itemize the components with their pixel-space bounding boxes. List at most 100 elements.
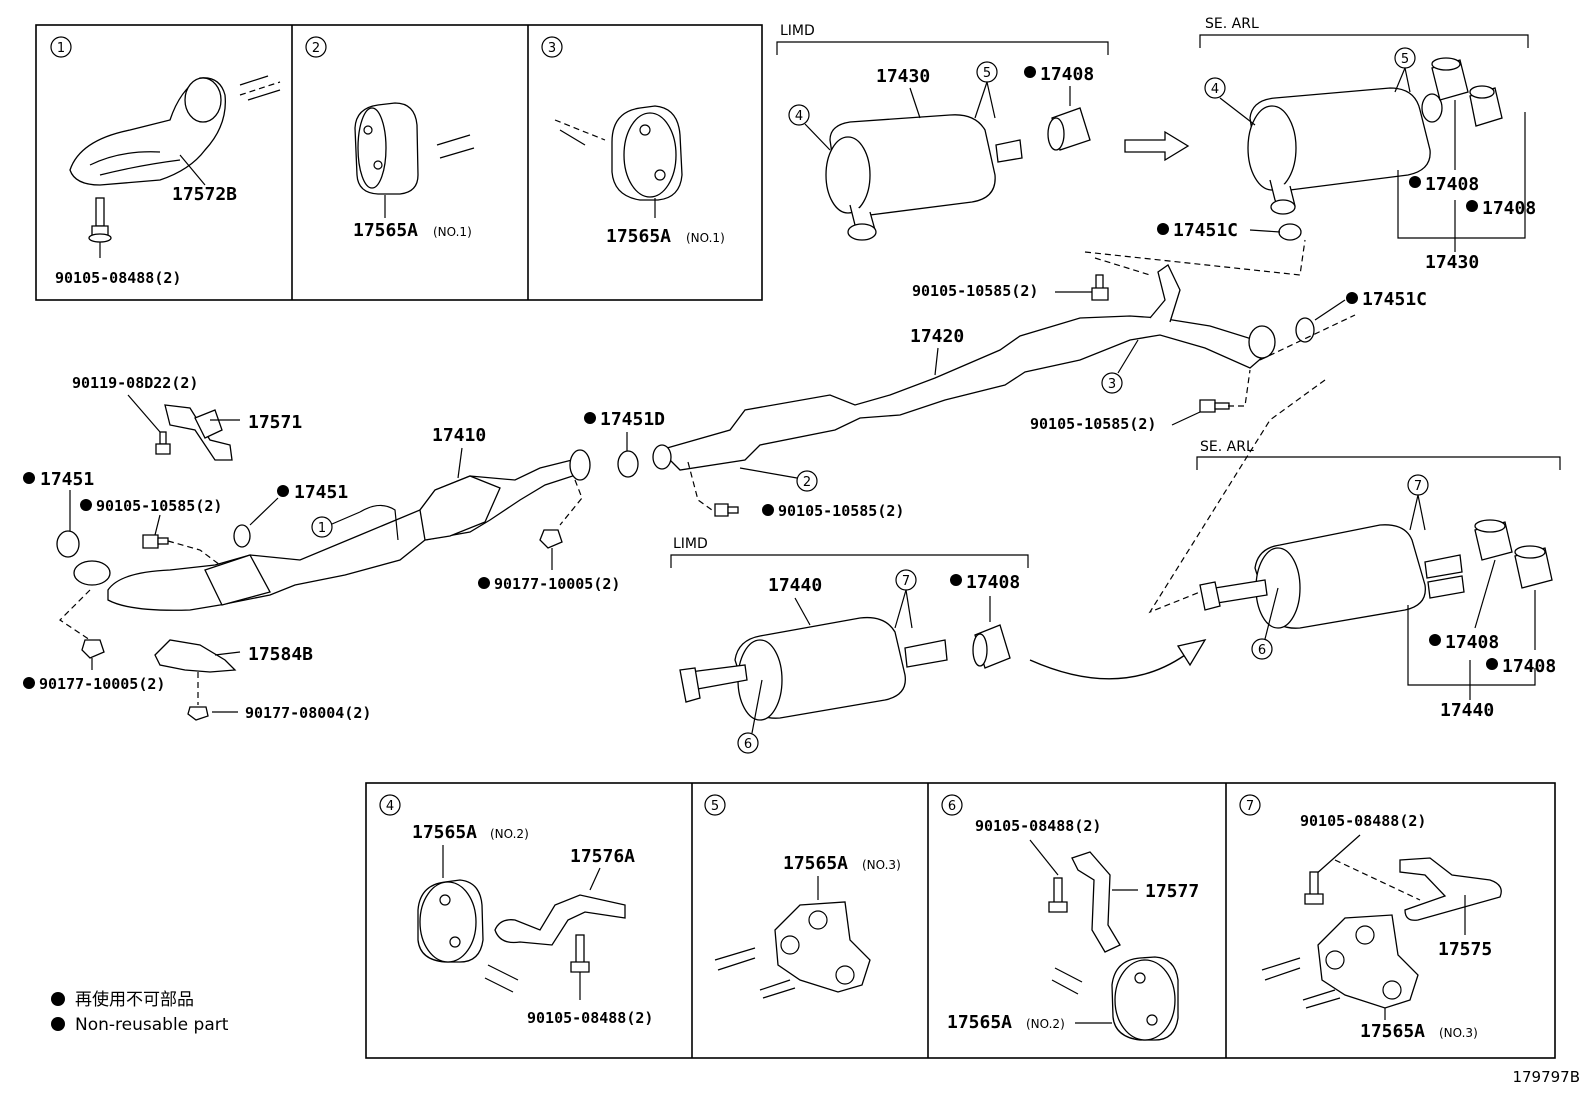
nut-icon	[539, 529, 563, 549]
non-reusable-dot	[1486, 658, 1498, 670]
non-reusable-dot	[1429, 634, 1441, 646]
muffler-17440-limd	[679, 616, 948, 721]
hanger-rubber-icon	[417, 879, 484, 963]
callout-3: 3	[1108, 377, 1116, 392]
panel-2: 2 17565A (NO.1)	[305, 36, 475, 241]
legend-jp: 再使用不可部品	[75, 989, 194, 1010]
part-17408-label: 17408	[1502, 656, 1556, 677]
part-17565a-no1-tag: (NO.1)	[686, 231, 725, 245]
part-17565a-no3-tag: (NO.3)	[862, 858, 901, 872]
callout-7: 7	[1414, 479, 1422, 494]
callout-7: 7	[902, 574, 910, 589]
part-17584b-label: 17584B	[248, 644, 313, 665]
bolt-90105-08488-label: 90105-08488(2)	[975, 817, 1101, 835]
panel2-callout: 2	[312, 41, 320, 56]
bracket-17575	[1399, 857, 1502, 921]
limd-top-header: LIMD	[780, 23, 815, 39]
muffler-17430-se-arl	[1247, 87, 1443, 215]
top-detail-panels	[35, 24, 763, 301]
exhaust-tip-17408	[1047, 107, 1091, 151]
se-arl-bottom-group: SE. ARL 7 6 17408 17408	[1196, 439, 1561, 721]
non-reusable-dot	[584, 412, 596, 424]
muffler-17430-limd	[825, 114, 1023, 241]
legend: 再使用不可部品 Non-reusable part	[51, 989, 229, 1035]
panel-3: 3 17565A (NO.1)	[541, 36, 725, 247]
bolt-icon	[1091, 274, 1109, 301]
bolt-icon	[570, 934, 590, 973]
callout-5: 5	[1401, 52, 1409, 67]
part-17408-label: 17408	[1445, 632, 1499, 653]
part-17576a-label: 17576A	[570, 846, 635, 867]
panel3-callout: 3	[548, 41, 556, 56]
hanger-rubber-icon	[1317, 914, 1419, 1009]
limd-bottom-header: LIMD	[673, 536, 708, 552]
hanger-rubber-icon	[611, 105, 683, 201]
bolt-90105-10585-label: 90105-10585(2)	[96, 497, 222, 515]
callout-6: 6	[1258, 643, 1266, 658]
bolt-90105-10585-label: 90105-10585(2)	[1030, 415, 1156, 433]
non-reusable-dot	[51, 1017, 65, 1031]
non-reusable-dot	[1024, 66, 1036, 78]
part-17451c-label: 17451C	[1362, 289, 1427, 310]
nut-90177-08004-label: 90177-08004(2)	[245, 704, 371, 722]
bolt-icon	[142, 534, 169, 549]
panel-7: 7 90105-08488(2) 17575 17565A (NO.3)	[1239, 794, 1502, 1042]
part-17440-label: 17440	[1440, 700, 1494, 721]
limd-bottom-group: LIMD 17440 7 6 17408	[670, 536, 1207, 754]
non-reusable-dot	[1157, 223, 1169, 235]
nut-90177-10005-label: 90177-10005(2)	[39, 675, 165, 693]
panel1-callout: 1	[57, 41, 65, 56]
part-17565a-no3-tag: (NO.3)	[1439, 1026, 1478, 1040]
muffler-17440-se-arl	[1199, 524, 1465, 629]
gasket-icon	[617, 450, 639, 478]
bolt-90119-08d22-label: 90119-08D22(2)	[72, 374, 198, 392]
part-17451-label: 17451	[294, 482, 348, 503]
panel5-callout: 5	[711, 799, 719, 814]
part-17410-label: 17410	[432, 425, 486, 446]
center-pipe-17420	[652, 264, 1276, 471]
bracket-17577	[1071, 851, 1121, 953]
part-17565a-no2-tag: (NO.2)	[1026, 1017, 1065, 1031]
non-reusable-dot	[1466, 200, 1478, 212]
part-17565a-label: 17565A	[606, 226, 671, 247]
non-reusable-dot	[23, 677, 35, 689]
bracket-17571	[164, 404, 233, 461]
gasket-icon	[1295, 317, 1315, 343]
callout-4: 4	[1211, 82, 1219, 97]
part-17408-label: 17408	[1040, 64, 1094, 85]
nut-icon	[81, 639, 105, 659]
bottom-detail-panels	[365, 782, 1556, 1059]
exhaust-tip-17408	[1514, 545, 1553, 589]
se-arl-top-header: SE. ARL	[1205, 16, 1259, 32]
part-17575-label: 17575	[1438, 939, 1492, 960]
callout-5: 5	[983, 66, 991, 81]
bolt-icon	[1304, 871, 1324, 905]
part-17408-label: 17408	[966, 572, 1020, 593]
part-17572b-label: 17572B	[172, 184, 237, 205]
bracket-17576a	[494, 894, 626, 946]
hanger-rubber-icon	[354, 102, 419, 195]
bolt-90105-08488-label: 90105-08488(2)	[1300, 812, 1426, 830]
gasket-icon	[1278, 223, 1302, 241]
part-17565a-label: 17565A	[353, 220, 418, 241]
callout-6: 6	[744, 737, 752, 752]
part-17408-label: 17408	[1482, 198, 1536, 219]
panel6-callout: 6	[948, 799, 956, 814]
panel-1: 1 17572B 90105-08488(2)	[50, 36, 281, 287]
part-17451d-label: 17451D	[600, 409, 665, 430]
limd-top-group: LIMD 17430 4 5 17408	[776, 23, 1190, 241]
panel4-callout: 4	[386, 799, 394, 814]
legend-en: Non-reusable part	[75, 1015, 229, 1035]
part-17565a-no2-tag: (NO.2)	[490, 827, 529, 841]
se-arl-bottom-header: SE. ARL	[1200, 439, 1254, 455]
part-17565a-label: 17565A	[412, 822, 477, 843]
bolt-90105-10585-label: 90105-10585(2)	[912, 282, 1038, 300]
callout-2: 2	[803, 475, 811, 490]
bolt-icon	[155, 431, 171, 455]
part-17430-label: 17430	[1425, 252, 1479, 273]
non-reusable-dot	[950, 574, 962, 586]
bolt-90105-10585-label: 90105-10585(2)	[778, 502, 904, 520]
heat-insulator-17572b	[69, 77, 226, 186]
insulator-17584b	[154, 639, 237, 673]
